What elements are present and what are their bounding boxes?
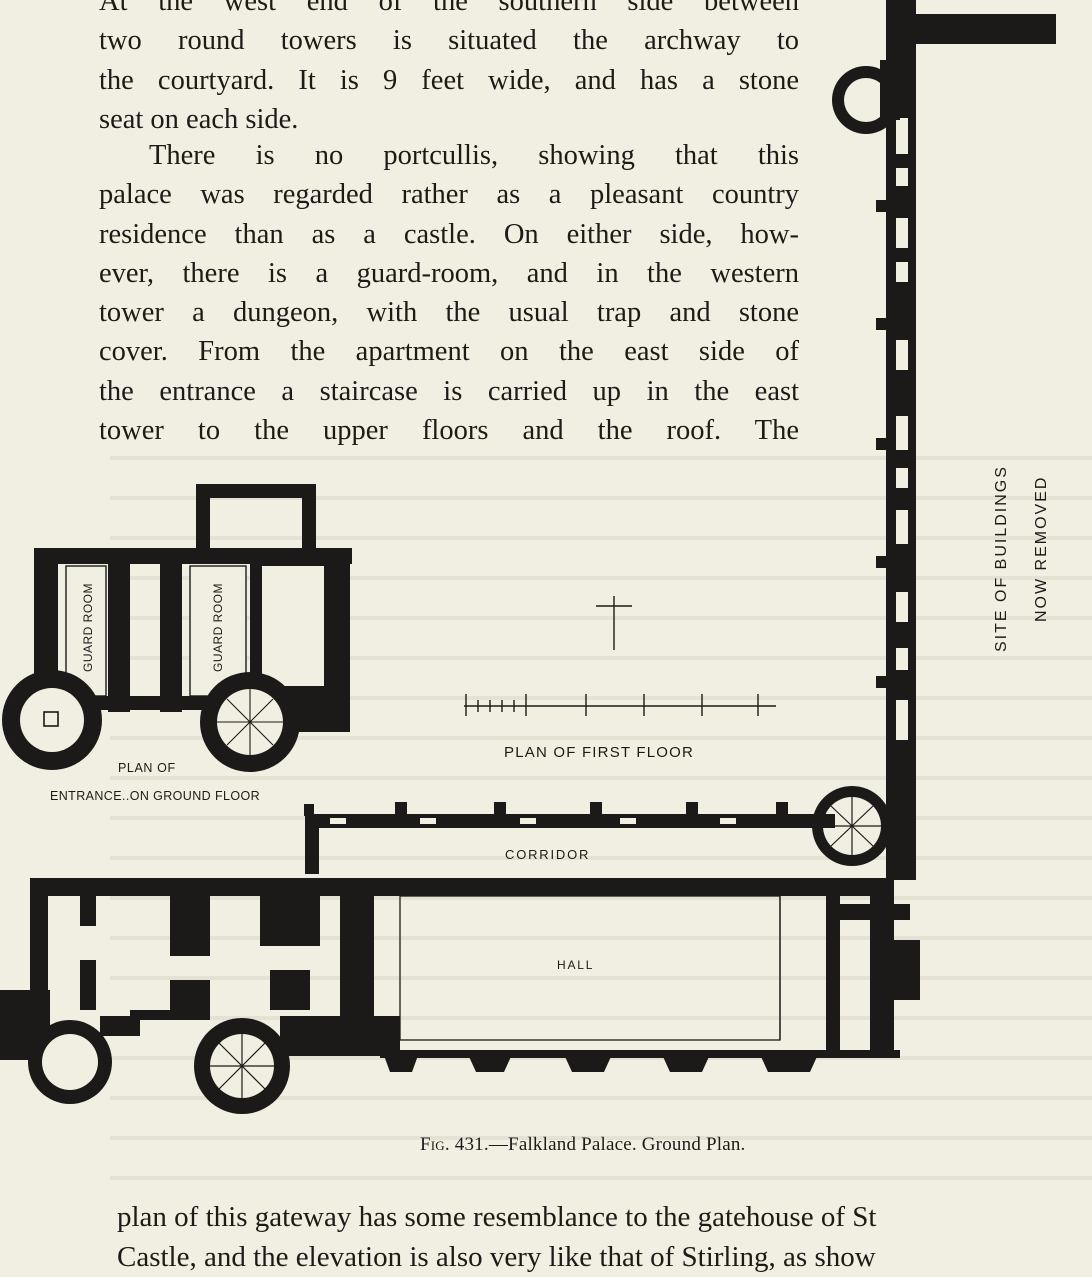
south-range bbox=[0, 878, 920, 1104]
compass-cross bbox=[596, 596, 632, 650]
text-line: Castle, and the elevation is also very l… bbox=[117, 1241, 876, 1273]
paragraph-2: There is no portcullis, showing that thi… bbox=[99, 136, 799, 450]
entrance-plan-label-1: PLAN OF bbox=[118, 761, 176, 775]
paragraph-1: At the west end of the southern side bet… bbox=[99, 0, 799, 139]
text-line: cover. From the apartment on the east si… bbox=[99, 336, 799, 368]
text-line: the entrance a staircase is carried up i… bbox=[99, 375, 799, 407]
text-line: the courtyard. It is 9 feet wide, and ha… bbox=[99, 64, 799, 96]
figure-title: Falkland Palace. Ground Plan. bbox=[508, 1134, 746, 1155]
site-label-1: SITE OF BUILDINGS bbox=[993, 465, 1010, 652]
text-line: residence than as a castle. On either si… bbox=[99, 218, 799, 250]
text-line: At the west end of the southern side bet… bbox=[99, 0, 799, 17]
hall-label: HALL bbox=[557, 958, 594, 972]
caption-dash: — bbox=[488, 1134, 509, 1155]
text-line: plan of this gateway has some resemblanc… bbox=[117, 1201, 877, 1233]
text-line: There is no portcullis, showing that thi… bbox=[149, 140, 799, 171]
guard-room-label-1: GUARD ROOM bbox=[81, 583, 95, 672]
corridor-north-wall bbox=[305, 814, 835, 828]
figure-caption: Fig. 431.—Falkland Palace. Ground Plan. bbox=[420, 1134, 746, 1156]
continuation-text: plan of this gateway has some resemblanc… bbox=[117, 1197, 1092, 1277]
text-line: tower to the upper floors and the roof. … bbox=[99, 415, 799, 447]
corridor-label: CORRIDOR bbox=[505, 847, 590, 862]
guard-room-label-2: GUARD ROOM bbox=[211, 583, 225, 672]
text-line: ever, there is a guard-room, and in the … bbox=[99, 257, 799, 289]
se-stair-tower bbox=[812, 786, 892, 866]
gate-tower bbox=[194, 1018, 290, 1114]
inset-entrance-plan bbox=[2, 484, 352, 772]
text-line: palace was regarded rather as a pleasant… bbox=[99, 179, 799, 211]
first-floor-label: PLAN OF FIRST FLOOR bbox=[504, 744, 694, 761]
text-line: two round towers is situated the archway… bbox=[99, 25, 799, 57]
figure-number: Fig. 431. bbox=[420, 1134, 489, 1155]
entrance-plan-label-2: ENTRANCE..ON GROUND FLOOR bbox=[50, 789, 260, 803]
site-label-2: NOW REMOVED bbox=[1033, 476, 1050, 622]
scale-bar bbox=[464, 694, 776, 716]
text-line: seat on each side. bbox=[99, 103, 299, 135]
text-line: tower a dungeon, with the usual trap and… bbox=[99, 297, 799, 329]
